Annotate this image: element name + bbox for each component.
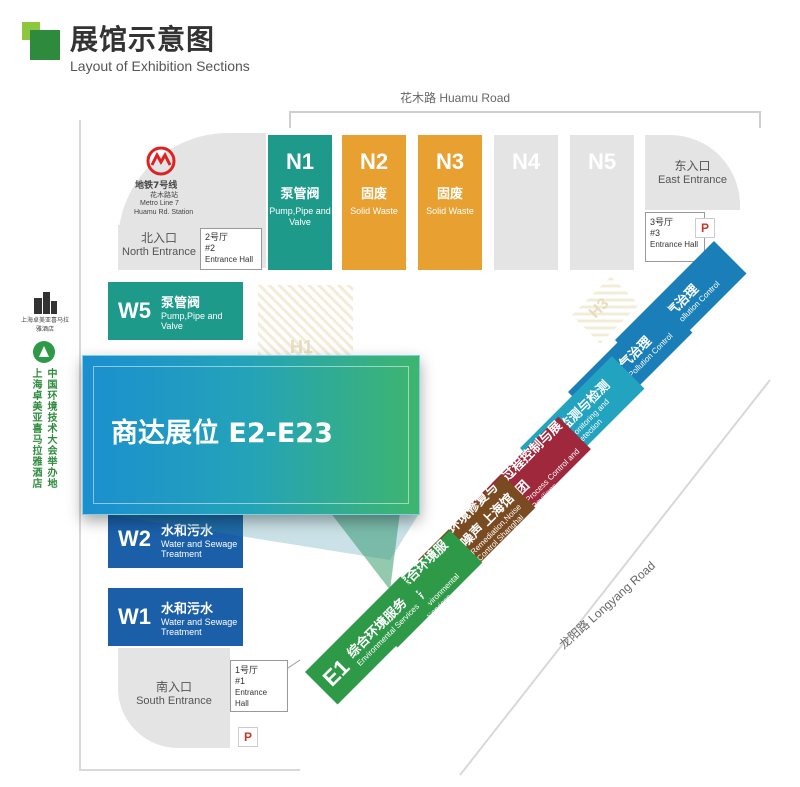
hall-name-zh: 水和污水 bbox=[161, 600, 214, 616]
hall3-en: Entrance Hall bbox=[650, 240, 699, 249]
metro-logo-icon bbox=[146, 146, 176, 176]
hall-h1-label: H1 bbox=[290, 337, 314, 357]
south-entrance-zh: 南入口 bbox=[155, 680, 192, 694]
hall-code: W2 bbox=[118, 526, 151, 551]
hall-code: N5 bbox=[587, 149, 617, 174]
banner-frame bbox=[93, 366, 409, 504]
hall1-en: Entrance Hall bbox=[235, 688, 268, 708]
hall-n4[interactable]: N4 bbox=[494, 135, 558, 270]
venue-marker-icon bbox=[33, 341, 55, 363]
hall1-zh: 1号厅 bbox=[235, 665, 259, 675]
hall-code: N4 bbox=[511, 149, 541, 174]
page-subtitle: Layout of Exhibition Sections bbox=[70, 58, 250, 74]
hall-n5[interactable]: N5 bbox=[570, 135, 634, 270]
north-entrance-zh: 北入口 bbox=[140, 231, 177, 245]
parking-east: P bbox=[695, 218, 715, 238]
metro-line-en: Metro Line 7 bbox=[140, 200, 179, 207]
east-entrance-zh: 东入口 bbox=[674, 159, 711, 173]
hall1-num: #1 bbox=[235, 676, 246, 686]
page-title: 展馆示意图 bbox=[70, 23, 216, 56]
hall2-num: #2 bbox=[205, 243, 216, 253]
hall-name-zh: 固废 bbox=[360, 186, 387, 201]
road-huamu: 花木路 Huamu Road bbox=[400, 91, 511, 105]
hall-name-en: Pump,Pipe and Valve bbox=[161, 310, 223, 331]
entrance-hall-1: 1号厅 #1 Entrance Hall bbox=[230, 660, 288, 712]
hotel-vertical: 上海卓美亚喜马拉雅酒店 bbox=[30, 368, 41, 489]
entrance-hall-2: 2号厅 #2 Entrance Hall bbox=[200, 228, 262, 270]
hall3-zh: 3号厅 bbox=[650, 217, 674, 227]
hall-name-zh: 泵管阀 bbox=[280, 186, 320, 201]
hall-n1[interactable]: N1 泵管阀 Pump,Pipe and Valve bbox=[268, 135, 332, 270]
banner-text: 商达展位 E2-E23 bbox=[111, 418, 333, 449]
hall-name-en: Water and Sewage Treatment bbox=[161, 538, 238, 559]
south-entrance: 南入口 South Entrance bbox=[118, 648, 230, 748]
north-entrance-en: North Entrance bbox=[122, 246, 196, 258]
hall-name-en: Solid Waste bbox=[426, 206, 474, 216]
hotel-building-icon bbox=[34, 292, 57, 314]
hall-name-zh: 泵管阀 bbox=[161, 294, 201, 310]
hall-n2[interactable]: N2 固废 Solid Waste bbox=[342, 135, 406, 270]
booth-banner: 商达展位 E2-E23 bbox=[82, 355, 420, 515]
hall2-zh: 2号厅 bbox=[205, 232, 229, 242]
hall-code: W1 bbox=[118, 604, 151, 629]
metro-line-zh: 地铁7号线 bbox=[135, 181, 178, 191]
south-entrance-en: South Entrance bbox=[136, 695, 212, 707]
hall-code: N3 bbox=[435, 149, 465, 174]
parking-south: P bbox=[238, 727, 258, 747]
hall3-num: #3 bbox=[650, 228, 661, 238]
hall-name-en: Solid Waste bbox=[350, 206, 398, 216]
hotel-name-small: 上海卓美亚喜马拉雅酒店 bbox=[20, 317, 69, 333]
metro-station-zh: 花木路站 bbox=[150, 191, 178, 199]
hall-code: W5 bbox=[118, 298, 151, 323]
metro-station-en: Huamu Rd. Station bbox=[134, 209, 194, 216]
east-entrance-en: East Entrance bbox=[657, 174, 728, 186]
hall-name-zh: 水和污水 bbox=[161, 522, 214, 538]
hall-n3[interactable]: N3 固废 Solid Waste bbox=[418, 135, 482, 270]
hall2-en: Entrance Hall bbox=[205, 255, 254, 264]
hall-code: N1 bbox=[285, 149, 315, 174]
hall-name-en: Pump,Pipe and Valve bbox=[269, 206, 331, 227]
venue-org-vertical: 中国环境技术大会举办地 bbox=[45, 368, 56, 489]
north-entrance: 北入口 North Entrance bbox=[118, 225, 200, 270]
hall-code: N2 bbox=[359, 149, 389, 174]
hall-name-en: Water and Sewage Treatment bbox=[161, 616, 238, 637]
logo-square-dark bbox=[30, 30, 60, 60]
hall-name-zh: 固废 bbox=[436, 186, 463, 201]
